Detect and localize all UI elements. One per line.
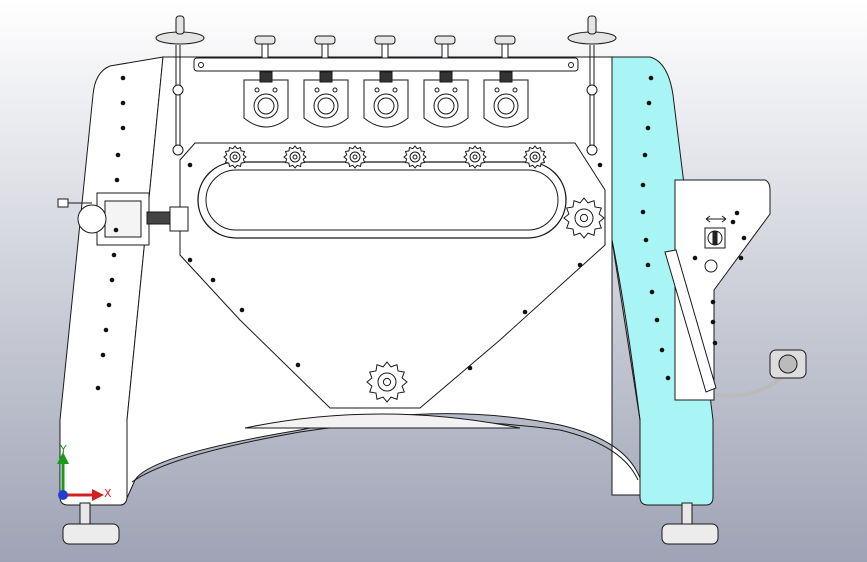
- mounting-hole: [100, 352, 106, 358]
- bottom-sprocket: [366, 361, 408, 403]
- roller-housing[interactable]: [363, 71, 409, 128]
- conveyor-belt-inner: [205, 169, 559, 231]
- top-sprocket: [523, 145, 547, 169]
- mounting-hole: [692, 255, 698, 261]
- mounting-hole: [741, 235, 747, 241]
- mounting-hole: [645, 262, 651, 268]
- mounting-hole: [710, 299, 716, 305]
- mounting-hole: [113, 227, 119, 233]
- mounting-hole: [115, 152, 121, 158]
- mounting-hole: [597, 162, 603, 168]
- top-sprocket: [403, 145, 427, 169]
- mounting-hole: [712, 340, 718, 346]
- handwheel-icon[interactable]: [567, 15, 617, 45]
- roller-housing[interactable]: [303, 71, 349, 128]
- mounting-hole: [187, 257, 193, 263]
- mounting-hole: [659, 347, 665, 353]
- mounting-hole: [648, 75, 654, 81]
- mounting-hole: [210, 277, 216, 283]
- top-adjust-knob[interactable]: [494, 35, 516, 59]
- mounting-hole: [738, 255, 744, 261]
- indicator-light: [704, 259, 718, 273]
- mounting-hole: [111, 252, 117, 258]
- top-adjust-knob[interactable]: [254, 35, 276, 59]
- mounting-hole: [734, 210, 740, 216]
- mounting-hole: [654, 317, 660, 323]
- y-axis-label: Y: [60, 443, 67, 456]
- left-rod-collar: [172, 84, 184, 96]
- mounting-hole: [120, 125, 126, 131]
- rail-bolt-left: [198, 62, 204, 68]
- roller-housing[interactable]: [243, 71, 289, 128]
- left-rod-collar-2: [172, 144, 184, 156]
- top-adjust-knob[interactable]: [314, 35, 336, 59]
- mounting-hole: [640, 182, 646, 188]
- x-axis-label: X: [104, 487, 112, 500]
- roller-housing[interactable]: [423, 71, 469, 128]
- double-arrow-icon: [705, 215, 727, 223]
- mounting-hole: [645, 125, 651, 131]
- rotary-switch-icon[interactable]: [704, 227, 726, 249]
- roller-housing[interactable]: [483, 71, 529, 128]
- coordinate-triad: [57, 452, 104, 501]
- mounting-hole: [640, 209, 646, 215]
- side-sprocket: [563, 197, 605, 239]
- mounting-hole: [665, 375, 671, 381]
- mounting-hole: [109, 277, 115, 283]
- mounting-hole: [120, 75, 126, 81]
- mounting-hole: [522, 309, 528, 315]
- mounting-hole: [106, 302, 112, 308]
- mounting-hole: [710, 319, 716, 325]
- left-motor[interactable]: [57, 192, 189, 246]
- lower-inner-arch: [244, 413, 521, 429]
- top-sprocket: [343, 145, 367, 169]
- machine-assembly[interactable]: [57, 15, 807, 545]
- mounting-hole: [646, 100, 652, 106]
- mounting-hole: [467, 365, 473, 371]
- mounting-hole: [114, 177, 120, 183]
- mounting-hole: [577, 262, 583, 268]
- mounting-hole: [649, 289, 655, 295]
- mounting-hole: [239, 307, 245, 313]
- mounting-hole: [642, 152, 648, 158]
- mounting-hole: [103, 327, 109, 333]
- right-inner-edge: [611, 57, 641, 497]
- mounting-hole: [187, 162, 193, 168]
- right-rod-collar: [586, 84, 598, 96]
- top-sprocket: [223, 145, 247, 169]
- top-sprocket: [283, 145, 307, 169]
- mounting-hole: [643, 237, 649, 243]
- cable-connector[interactable]: [769, 349, 807, 379]
- left-foot[interactable]: [62, 502, 120, 545]
- mounting-hole: [120, 100, 126, 106]
- top-adjust-knob[interactable]: [434, 35, 456, 59]
- handwheel-icon[interactable]: [155, 15, 205, 45]
- mounting-hole: [295, 362, 301, 368]
- mounting-hole: [730, 219, 736, 225]
- top-adjust-knob[interactable]: [374, 35, 396, 59]
- right-foot[interactable]: [661, 502, 719, 545]
- right-rod-collar-2: [586, 144, 598, 156]
- slanted-cover-plate: [664, 249, 717, 393]
- conveyor-belt-outer: [197, 161, 567, 239]
- mounting-hole: [95, 385, 101, 391]
- top-rail: [193, 57, 579, 72]
- rail-bolt-right: [568, 62, 574, 68]
- top-sprocket: [463, 145, 487, 169]
